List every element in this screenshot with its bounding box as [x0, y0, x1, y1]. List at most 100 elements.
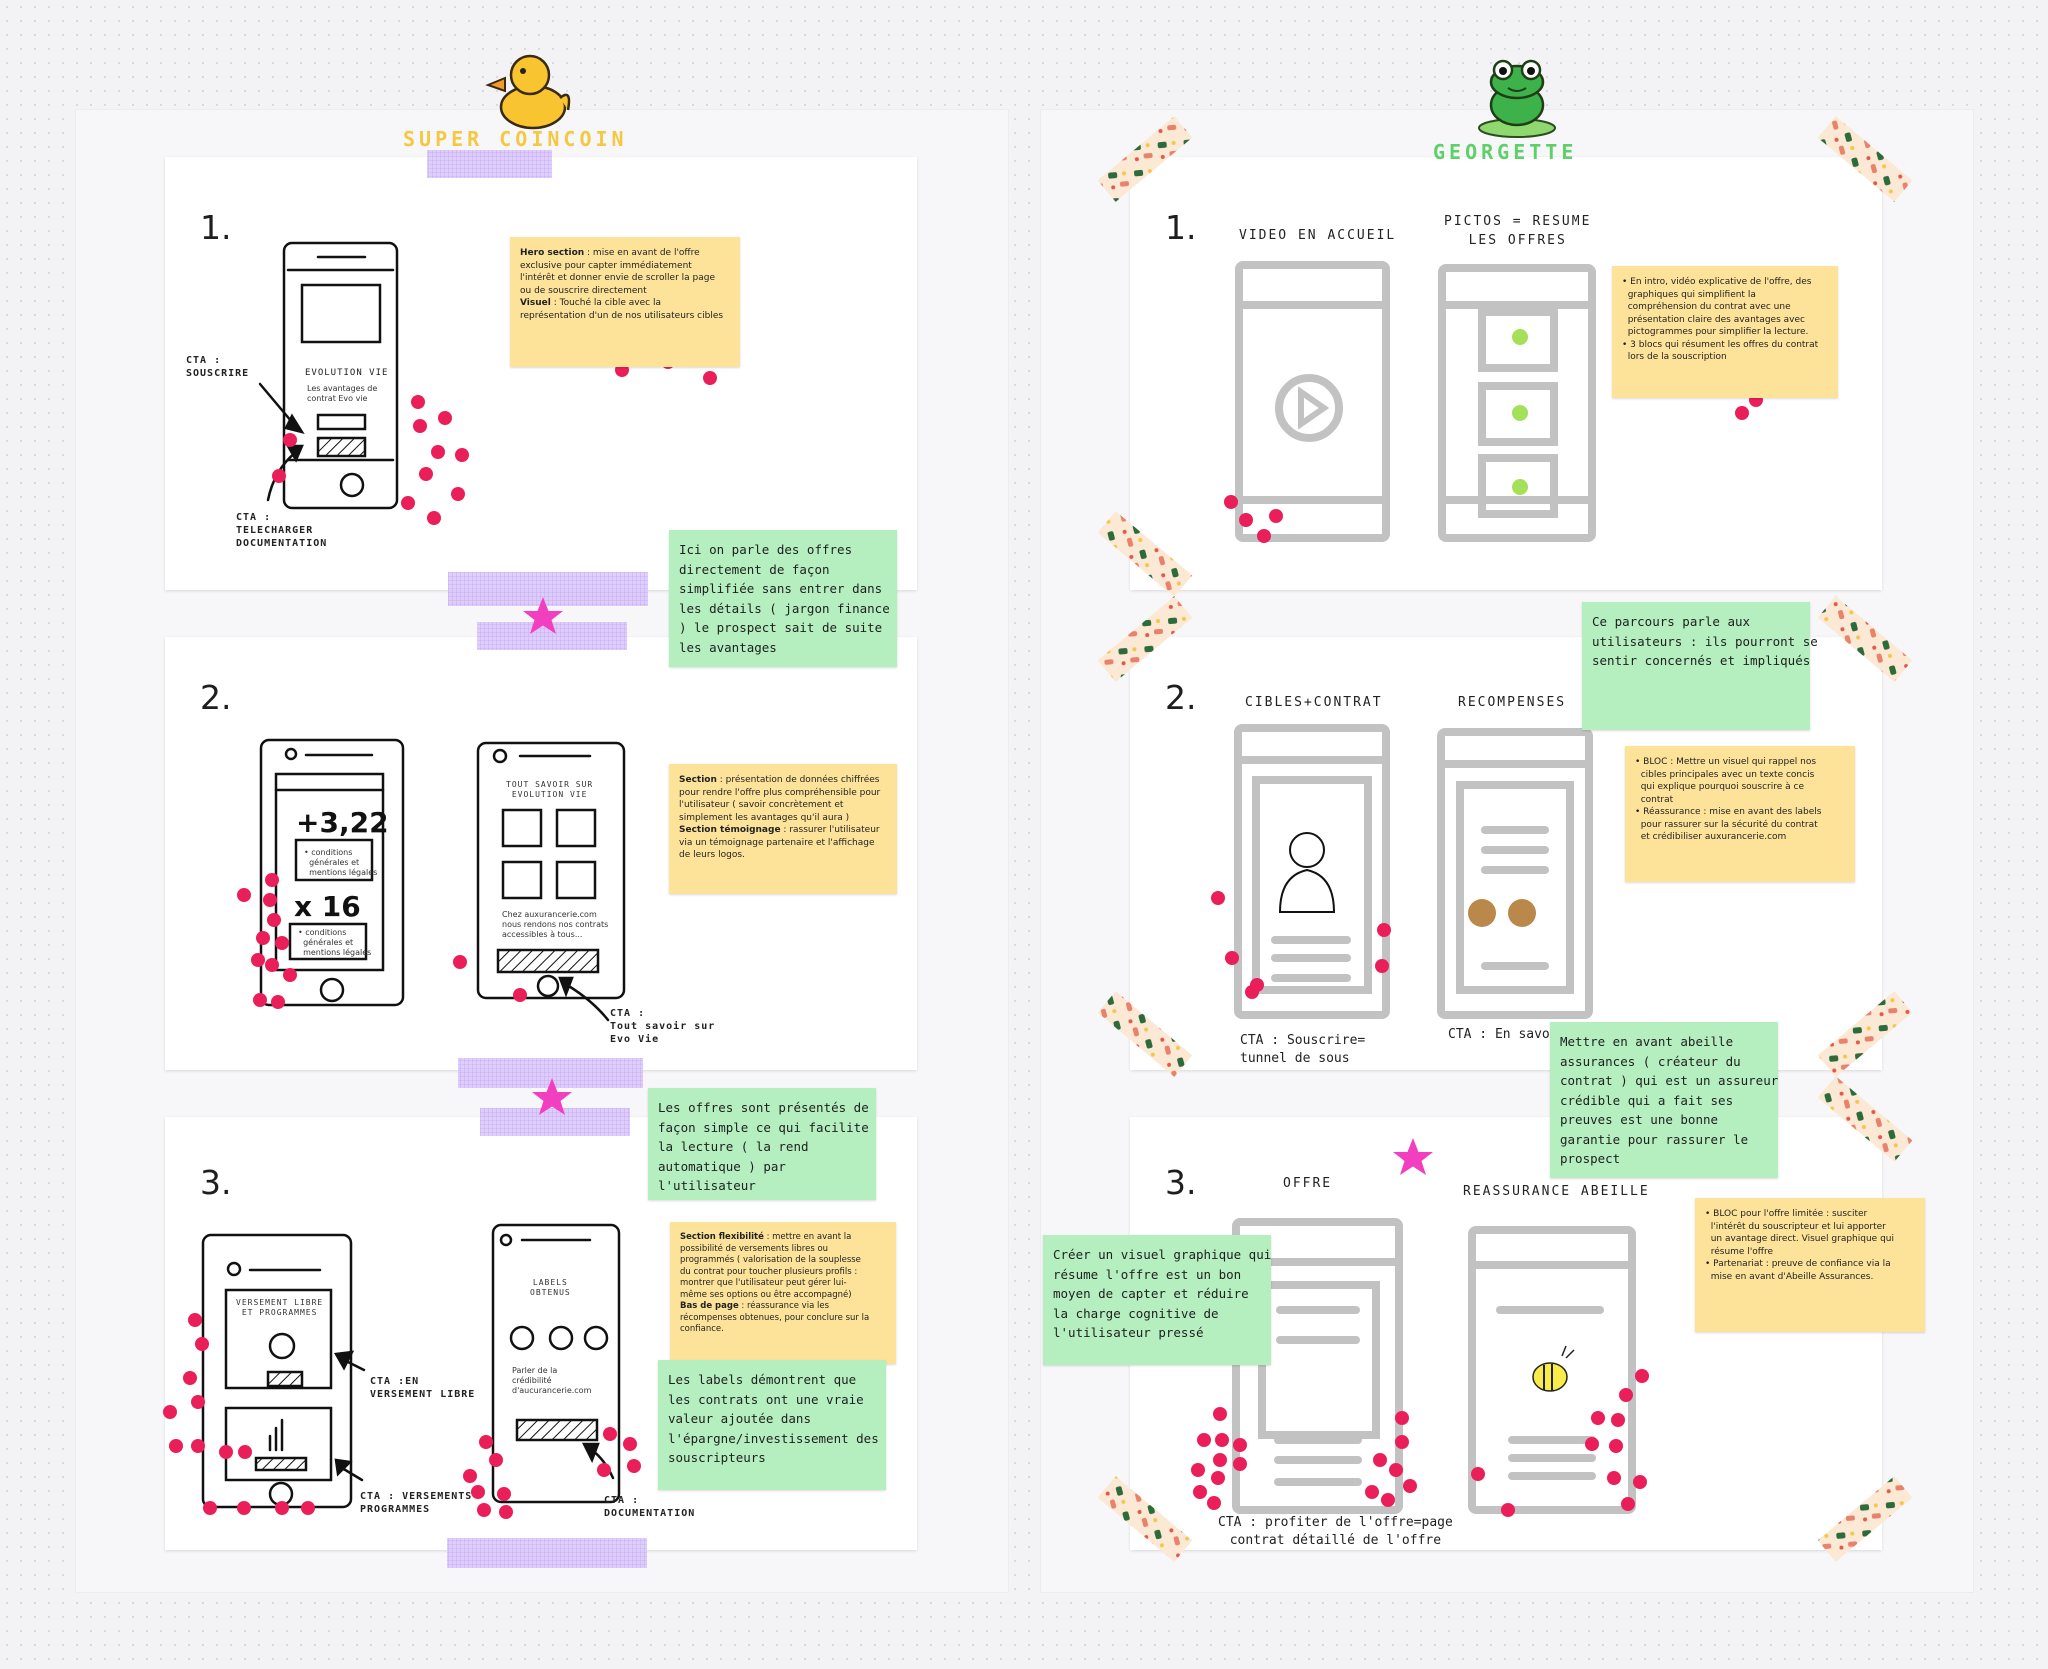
cta-souscrire: CTA : Souscrire= tunnel de sous: [1240, 1033, 1366, 1066]
section-number: 1.: [200, 208, 232, 247]
vote-dot: [477, 1503, 491, 1517]
vote-dot: [256, 931, 270, 945]
coin-icon: [1468, 899, 1496, 927]
sticky-note-yellow: • BLOC pour l'offre limitée : susciter l…: [1695, 1198, 1925, 1332]
coin-icon: [1508, 899, 1536, 927]
vote-dot: [1621, 1497, 1635, 1511]
mockup-label: RECOMPENSES: [1458, 695, 1567, 710]
vote-dot: [451, 487, 465, 501]
sticky-note-yellow: • BLOC : Mettre un visuel qui rappel nos…: [1625, 746, 1855, 882]
phone-desc: Parler de la crédibilité d'aucurancerie.…: [512, 1366, 592, 1395]
star-icon: [532, 1078, 572, 1115]
vote-dot: [1735, 406, 1749, 420]
mockup-label: PICTOS = RESUME LES OFFRES: [1444, 214, 1592, 248]
vote-dot: [1381, 1493, 1395, 1507]
vote-dot: [253, 993, 267, 1007]
phone-desc: Les avantages de contrat Evo vie: [307, 384, 378, 403]
vote-dot: [203, 1501, 217, 1515]
vote-dot: [1403, 1479, 1417, 1493]
note-heading: Bas de page: [680, 1301, 739, 1311]
section-number: 3.: [1165, 1163, 1197, 1202]
note-heading: Section témoignage: [679, 825, 781, 835]
vote-dot: [627, 1459, 641, 1473]
note-heading: Section: [679, 775, 717, 785]
sticky-note-yellow: Section : présentation de données chiffr…: [669, 764, 897, 894]
vote-dot: [1395, 1435, 1409, 1449]
note-text: : rassurer l'utilisateur via un témoigna…: [679, 825, 880, 860]
vote-dot: [1233, 1457, 1247, 1471]
vote-dot: [263, 893, 277, 907]
cta-documentation: CTA : DOCUMENTATION: [604, 1495, 696, 1519]
vote-dot: [1365, 1485, 1379, 1499]
vote-dot: [265, 873, 279, 887]
vote-dot: [1239, 513, 1253, 527]
vote-dot: [1611, 1413, 1625, 1427]
note-text: Les offres sont présentés de façon simpl…: [658, 1100, 869, 1193]
note-heading: Hero section: [520, 248, 585, 258]
sticky-note-green: Les labels démontrent que les contrats o…: [658, 1360, 886, 1490]
vote-dot: [703, 371, 717, 385]
vote-dot: [1375, 959, 1389, 973]
phone-label: EVOLUTION VIE: [305, 368, 389, 378]
vote-dot: [513, 988, 527, 1002]
note-text: Les labels démontrent que les contrats o…: [668, 1372, 879, 1465]
vote-dot: [1377, 923, 1391, 937]
note-text: : présentation de données chiffrées pour…: [679, 775, 881, 823]
cta-en-savoir: CTA : En savo: [1448, 1027, 1550, 1042]
note-text: • BLOC pour l'offre limitée : susciter l…: [1705, 1209, 1894, 1282]
vote-dot: [275, 936, 289, 950]
note-text: Ce parcours parle aux utilisateurs : ils…: [1592, 614, 1818, 668]
stat-caption: • conditions générales et mentions légal…: [298, 928, 372, 957]
cta-profiter-offre: CTA : profiter de l'offre=page contrat d…: [1218, 1515, 1453, 1548]
note-heading: Visuel: [520, 298, 551, 308]
star-icon: [1393, 1138, 1433, 1175]
duck-icon: [485, 54, 571, 130]
sticky-note-yellow: Hero section : mise en avant de l'offre …: [510, 237, 740, 367]
vote-dot: [183, 1371, 197, 1385]
vote-dot: [1211, 1471, 1225, 1485]
vote-dot: [265, 958, 279, 972]
picto-dot: [1512, 329, 1528, 345]
sticky-note-yellow: • En intro, vidéo explicative de l'offre…: [1612, 266, 1838, 398]
vote-dot: [163, 1405, 177, 1419]
vote-dot: [1609, 1439, 1623, 1453]
section-number: 3.: [200, 1163, 232, 1202]
vote-dot: [251, 953, 265, 967]
washi-tape: [427, 150, 552, 178]
stat-value: +3,22: [296, 806, 389, 839]
washi-tape: [480, 1108, 630, 1136]
sushi-tape: [1817, 596, 1913, 682]
vote-dot: [1619, 1388, 1633, 1402]
stat-caption: • conditions générales et mentions légal…: [304, 848, 378, 877]
picto-dot: [1512, 479, 1528, 495]
vote-dot: [401, 496, 415, 510]
sticky-note-green: Mettre en avant abeille assurances ( cré…: [1550, 1022, 1778, 1178]
cta-tout-savoir: CTA : Tout savoir sur Evo Vie: [610, 1008, 716, 1045]
section-number: 1.: [1165, 208, 1197, 247]
vote-dot: [413, 419, 427, 433]
vote-dot: [237, 888, 251, 902]
note-text: : mise en avant de l'offre exclusive pou…: [520, 248, 716, 296]
vote-dots: [163, 339, 1763, 1519]
vote-dot: [427, 511, 441, 525]
vote-dot: [191, 1395, 205, 1409]
note-text: : Touché la cible avec la représentation…: [520, 298, 724, 321]
vote-dot: [1224, 495, 1238, 509]
vote-dot: [499, 1505, 513, 1519]
vote-dot: [411, 395, 425, 409]
mockup-label: OFFRE: [1283, 1176, 1333, 1191]
sticky-note-green: Ce parcours parle aux utilisateurs : ils…: [1582, 602, 1818, 730]
vote-dot: [497, 1487, 511, 1501]
vote-dot: [455, 448, 469, 462]
right-board-title: GEORGETTE: [1433, 140, 1578, 164]
play-icon: [1298, 386, 1330, 430]
vote-dot: [1471, 1467, 1485, 1481]
vote-dot: [1633, 1475, 1647, 1489]
washi-tape: [447, 1538, 647, 1568]
sushi-tape: [1097, 991, 1193, 1077]
person-icon: [1278, 832, 1336, 913]
sushi-tape: [1817, 116, 1913, 202]
note-text: : réassurance via les récompenses obtenu…: [680, 1301, 870, 1334]
note-text: • BLOC : Mettre un visuel qui rappel nos…: [1635, 757, 1822, 842]
